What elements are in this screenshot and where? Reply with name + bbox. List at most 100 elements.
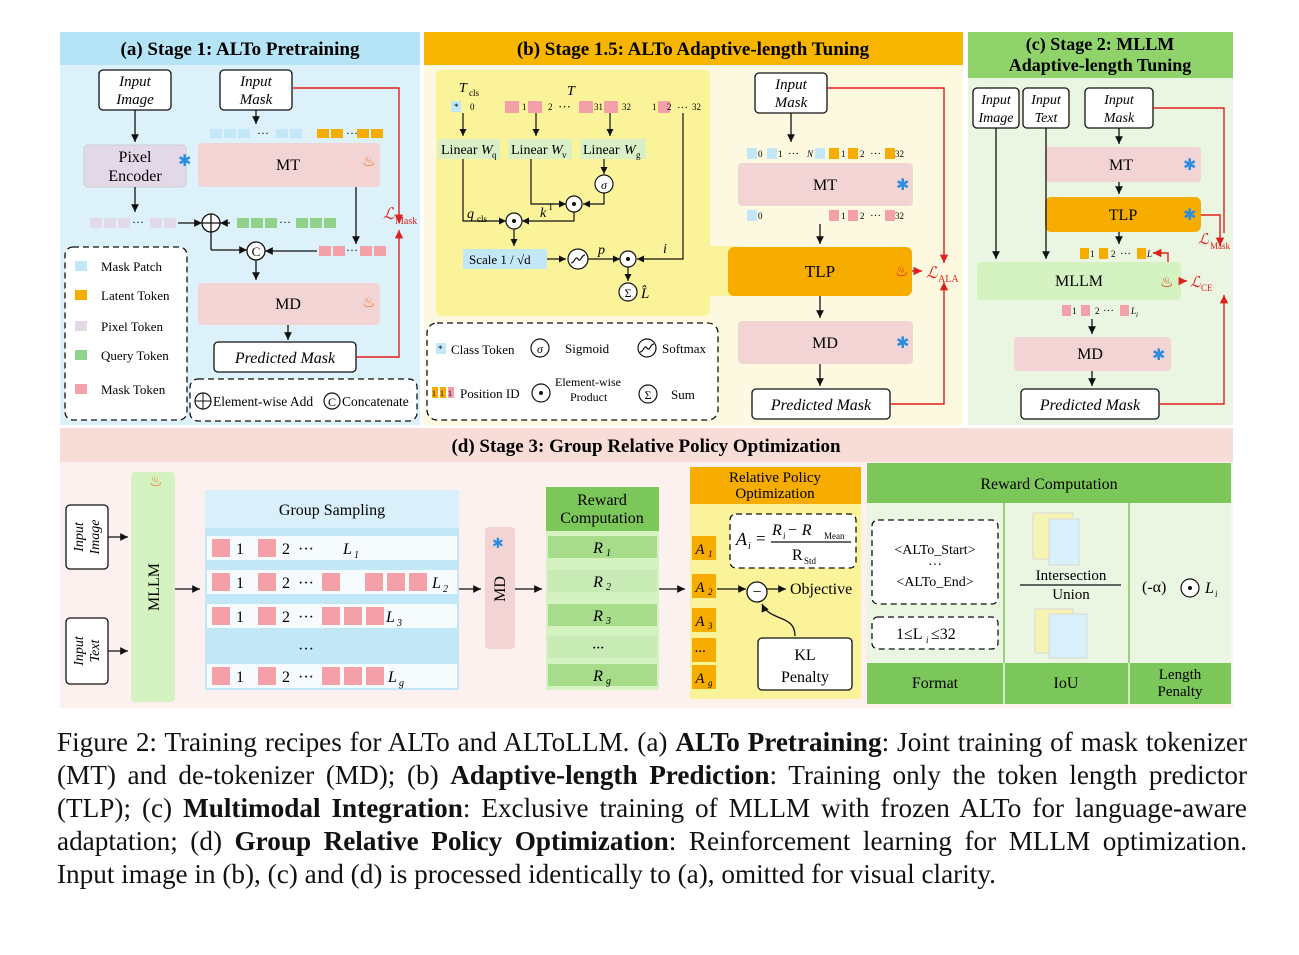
stage15-input-mask: Input Mask <box>754 72 828 114</box>
svg-text:0: 0 <box>758 149 763 159</box>
caption-bold-3: Multimodal Integration <box>183 793 463 823</box>
svg-text:1: 1 <box>236 575 244 592</box>
svg-text:···: ··· <box>592 640 604 657</box>
svg-text:Linear: Linear <box>441 143 478 158</box>
svg-text:L: L <box>431 575 441 592</box>
svg-text:Group Sampling: Group Sampling <box>279 502 385 519</box>
svg-text:L: L <box>387 669 397 686</box>
svg-text:MT: MT <box>813 177 837 194</box>
stage15-mask-token-row: 0 1 ··· N 1 2 ··· 32 <box>747 148 904 160</box>
svg-text:*: * <box>454 102 459 112</box>
stage2-mt: MT ✱ <box>1045 147 1201 182</box>
svg-text:···: ··· <box>346 243 358 257</box>
svg-text:Text: Text <box>88 638 103 662</box>
svg-text:TLP: TLP <box>805 262 835 281</box>
snowflake-icon: ✱ <box>896 177 909 194</box>
svg-text:Text: Text <box>1035 111 1059 126</box>
svg-text:2: 2 <box>548 102 553 112</box>
reward-computation-detail: Reward Computation <ALTo_Start> ··· <ALT… <box>867 463 1231 704</box>
svg-text:Mask: Mask <box>1103 111 1135 126</box>
stage2-input-image: Input Image <box>972 87 1020 129</box>
svg-text:Softmax: Softmax <box>662 341 707 356</box>
svg-text:Input: Input <box>118 74 151 90</box>
stage1-mt: MT ♨ <box>198 143 380 187</box>
svg-text:CE: CE <box>1201 283 1213 293</box>
svg-text:Mask: Mask <box>395 216 417 227</box>
svg-text:σ: σ <box>601 178 608 192</box>
svg-text:2: 2 <box>860 211 865 221</box>
svg-text:···: ··· <box>928 558 942 573</box>
svg-text:···: ··· <box>870 148 881 160</box>
stage3-md: MD ✱ <box>485 527 515 649</box>
svg-text:g: g <box>636 150 641 160</box>
svg-text:g: g <box>708 678 713 688</box>
svg-text:Objective: Objective <box>790 581 852 598</box>
svg-text:MD: MD <box>812 335 838 352</box>
svg-text:Predicted Mask: Predicted Mask <box>1039 397 1141 414</box>
pixel-encoder: Pixel Encoder ✱ <box>83 144 191 188</box>
svg-text:2: 2 <box>443 584 448 595</box>
svg-text:Union: Union <box>1052 587 1090 603</box>
svg-text:1: 1 <box>448 389 452 398</box>
svg-text:MD: MD <box>492 576 509 602</box>
svg-text:C: C <box>252 244 261 259</box>
loss-mask-label: ℒ <box>383 206 395 223</box>
tlp-detail-panel: T cls * 0 T 1 2 ··· 31 32 1 2 ··· 32 Lin… <box>436 70 738 316</box>
svg-text:Intersection: Intersection <box>1036 568 1107 584</box>
svg-text:···: ··· <box>677 102 688 114</box>
stage2-title-line1: (c) Stage 2: MLLM <box>1026 34 1174 55</box>
snowflake-icon: ✱ <box>178 153 191 170</box>
stage15-mt: MT ✱ <box>738 163 913 206</box>
svg-text:2: 2 <box>708 587 713 597</box>
snowflake-icon: ✱ <box>896 335 909 352</box>
stage3-title: (d) Stage 3: Group Relative Policy Optim… <box>451 436 841 457</box>
svg-text:A: A <box>694 614 705 630</box>
svg-text:Relative Policy: Relative Policy <box>729 470 822 486</box>
svg-text:L: L <box>1130 306 1136 316</box>
svg-text:Format: Format <box>912 675 959 692</box>
svg-text:Latent Token: Latent Token <box>101 288 170 303</box>
svg-text:···: ··· <box>132 215 144 229</box>
svg-text:Input: Input <box>980 93 1012 108</box>
svg-text:T: T <box>459 81 468 96</box>
stage3-panel: (d) Stage 3: Group Relative Policy Optim… <box>60 428 1233 708</box>
stage15-panel: (b) Stage 1.5: ALTo Adaptive-length Tuni… <box>424 32 963 425</box>
svg-text:1: 1 <box>1090 249 1095 259</box>
svg-text:1: 1 <box>1072 306 1077 316</box>
svg-text:i: i <box>663 242 667 257</box>
svg-text:Linear: Linear <box>583 143 620 158</box>
svg-text:Reward: Reward <box>577 492 627 509</box>
svg-text:*: * <box>438 344 443 354</box>
svg-text:Mask Patch: Mask Patch <box>101 259 163 274</box>
stage1-legend: Mask Patch Latent Token Pixel Token Quer… <box>64 246 188 421</box>
stage2-input-text: Input Text <box>1022 87 1070 129</box>
stage3-input-image: Input Image <box>65 504 109 570</box>
svg-text:i: i <box>926 635 929 645</box>
svg-text:W: W <box>551 143 564 158</box>
svg-text:3: 3 <box>605 616 611 627</box>
svg-text:R: R <box>592 608 603 625</box>
svg-text:2: 2 <box>282 669 290 686</box>
svg-text:2: 2 <box>606 582 611 593</box>
stage3-input-text: Input Text <box>65 617 109 685</box>
svg-text:<ALTo_End>: <ALTo_End> <box>896 575 973 590</box>
svg-text:Linear: Linear <box>511 143 548 158</box>
svg-text:Input: Input <box>72 521 87 553</box>
svg-text:Mask Token: Mask Token <box>101 382 166 397</box>
svg-text:3: 3 <box>707 621 713 631</box>
caption-text-3: : Exclusive training of MLLM with frozen… <box>57 793 1247 856</box>
pixel-token-row: ··· <box>90 215 176 229</box>
svg-text:R: R <box>792 547 803 564</box>
svg-text:0: 0 <box>470 102 475 112</box>
stage2-latent-row: 1 2 ··· L <box>1080 248 1152 260</box>
svg-text:32: 32 <box>622 102 631 112</box>
svg-text:1: 1 <box>708 549 713 559</box>
svg-text:MLLM: MLLM <box>146 563 163 611</box>
svg-text:2: 2 <box>282 575 290 592</box>
